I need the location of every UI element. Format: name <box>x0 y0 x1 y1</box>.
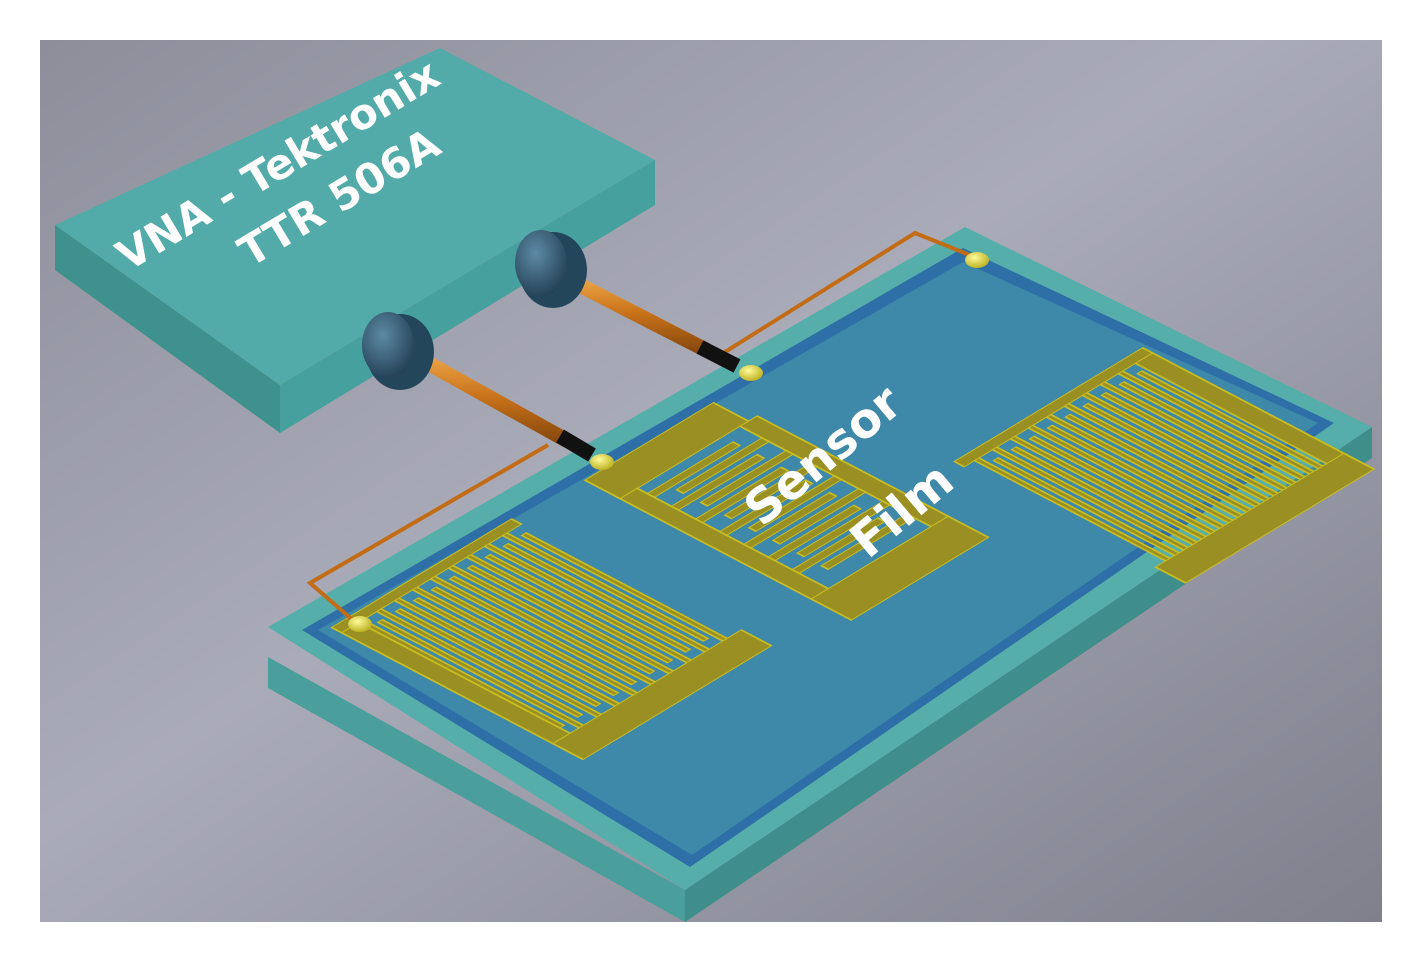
center-electrode-finger <box>723 462 819 520</box>
center-electrode-finger <box>819 513 916 571</box>
left-electrode-finger <box>447 564 656 675</box>
electrode-layer <box>330 346 1376 761</box>
substrate-side-front <box>268 657 685 922</box>
left-electrode-pad <box>551 629 773 761</box>
left-electrode-finger <box>465 553 674 664</box>
cable-upper-tip <box>696 340 741 373</box>
center-electrode-finger <box>645 441 742 499</box>
box-top-face <box>55 48 655 385</box>
left-electrode-finger <box>483 543 692 653</box>
left-electrode-finger <box>393 597 602 708</box>
center-electrode-finger <box>699 449 795 507</box>
connector-lower <box>362 312 434 390</box>
center-electrode-finger <box>790 517 887 575</box>
solder-dot <box>590 454 614 470</box>
left-electrode-finger <box>411 586 620 697</box>
right-electrode-pad <box>1154 452 1376 584</box>
center-electrode-finger <box>670 453 766 511</box>
left-electrode-finger <box>375 608 584 718</box>
solder-points <box>348 252 989 632</box>
wire-left <box>306 443 550 624</box>
center-electrode-finger <box>795 500 892 558</box>
rf-cables <box>362 230 741 462</box>
wire-right <box>723 230 973 354</box>
center-electrode-pad-top <box>583 401 750 500</box>
center-electrode-finger <box>675 437 771 495</box>
solder-dot <box>348 616 372 632</box>
cable-upper <box>552 267 714 358</box>
connector-upper <box>515 230 587 308</box>
left-electrode-finger <box>501 532 710 642</box>
center-electrode-finger <box>718 479 814 537</box>
center-electrode-pad-bottom <box>809 515 990 621</box>
center-electrode-finger <box>694 466 790 524</box>
right-electrode-bus <box>952 346 1154 468</box>
lead-wires <box>306 230 973 624</box>
cable-lower-tip <box>556 429 596 462</box>
center-electrode-finger <box>771 487 868 545</box>
center-electrode-finger <box>747 475 843 533</box>
center-electrode-finger <box>742 491 838 549</box>
box-front-face <box>55 225 280 433</box>
left-electrode-finger <box>429 575 638 686</box>
sensor-board <box>268 227 1376 922</box>
center-electrode-finger <box>766 504 862 562</box>
solder-dot <box>965 252 989 268</box>
solder-dot <box>739 365 763 381</box>
cable-lower <box>400 344 574 448</box>
